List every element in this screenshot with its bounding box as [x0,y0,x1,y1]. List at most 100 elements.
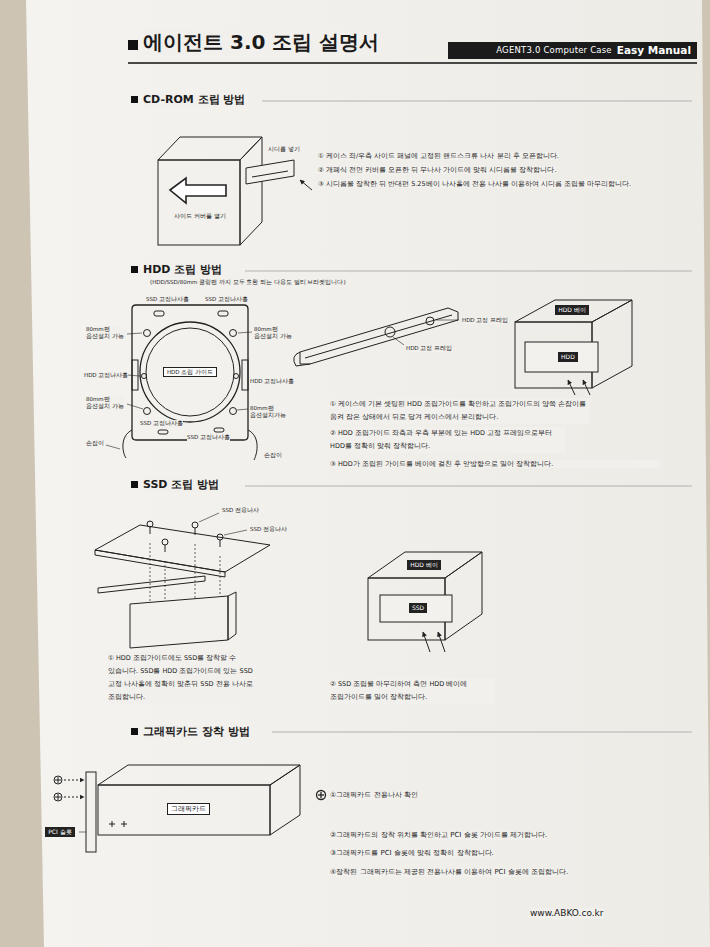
graphics-card-illustration [86,772,96,852]
hdd-guide-illustration [132,360,138,390]
part-label: SSD 고정나사홀 [140,420,183,427]
cd-case-illustration [158,137,262,160]
step-text: ② 개폐식 전면 커버를 오픈한 뒤 무나사 가이드에 맞춰 시디롬을 장착합니… [318,166,557,174]
graphics-card-illustration [54,765,300,852]
graphics-card-illustration [270,765,300,835]
hdd-bay-illustration [515,300,632,322]
cd-case-illustration [252,171,288,177]
ssd-bay-illustration [380,595,452,622]
ssd-screw-symbol [192,522,198,528]
part-label: SSD 고정나사홀 [146,296,189,303]
hdd-guide-illustration [214,428,224,432]
ssd-screw-symbol [162,539,168,545]
ssd-guide-illustration [130,596,228,648]
box-text: SSD [412,604,424,612]
step-text: ① 케이스 좌/우측 사이드 패널에 고정된 핸드스크류 나사 분리 후 오픈합… [318,152,559,160]
graphics-card-illustration [98,785,270,835]
box-text: HDD 베이 [558,306,586,314]
hdd-frame-rail-illustration [426,317,434,325]
part-label: 사이드 커버를 열기 [174,212,226,220]
hdd-guide-illustration [238,332,252,333]
cd-case-illustration [170,178,226,203]
note: (HDD/SSD/80mm 쿨링팬 까지 모두 호환 되는 다용도 멀티 브라켓… [150,279,346,286]
part-label: 80mm팬 옵션설치 가능 [86,326,124,340]
ssd-guide-illustration [228,592,236,640]
slot-tag: PCI 슬롯 [45,827,74,837]
section-bullets [131,481,138,488]
section-rules [245,271,692,272]
graphics-card-illustration [79,832,86,833]
step-text: ③ 시디롬을 장착한 뒤 반대편 5.25베이 나사홀에 전용 나사를 이용하여… [318,180,631,188]
paper-sheet [26,0,710,947]
part-label: 손잡이 [264,452,282,459]
hdd-guide-illustration [106,305,257,460]
graphics-card-illustration [98,765,300,785]
part-label: SSD 전용나사 [222,507,259,514]
box-text: 그래픽카드 [171,805,206,813]
hdd-guide-illustration [158,430,168,434]
graphics-card-illustration [112,821,113,827]
ssd-guide-illustration [95,550,225,577]
section-bullets [131,728,138,735]
cd-case-illustration [240,137,262,245]
part-label: 시디롬 넣기 [268,145,300,153]
graphics-card-illustration [64,797,84,798]
screwdriver-icon [317,791,326,800]
section-heading: 그래픽카드 장착 방법 [143,725,250,739]
graphics-card-illustration [54,776,62,784]
section-rules [245,101,692,732]
hdd-guide-illustration [248,430,257,460]
page-title: 에이전트 3.0 조립 설명서 [143,30,379,55]
ssd-guide-illustration [95,513,270,648]
hdd-guide-illustration [132,305,248,440]
step-text: ③ HDD가 조립된 가이드를 베이에 걸친 후 앞방향으로 밀어 장착합니다. [330,460,660,468]
ssd-screw-symbol [220,540,221,547]
hdd-frame-rail-illustration [305,315,452,358]
part-label: SSD 고정나사홀 [205,296,248,303]
hdd-frame-rail-illustration [300,308,458,364]
part-label: 80mm팬 옵션설치 가능 [86,396,124,410]
ssd-screw-symbol [150,527,151,534]
hdd-guide-illustration [123,430,132,458]
box-text: HDD [561,353,575,361]
graphics-card-illustration [58,777,59,783]
ssd-bay-illustration [368,552,482,652]
ssd-bay-illustration [423,632,430,652]
graphics-card-illustration [54,793,62,801]
hdd-guide-illustration [237,409,248,410]
cd-case-illustration [158,137,312,245]
part-label: HDD 고정나사홀 [84,372,128,379]
drive-tag: SSD [409,603,427,613]
screwdriver-icon [317,791,326,800]
hdd-guide-illustration [142,374,147,379]
cd-case-illustration [246,160,294,184]
title-decoration [128,62,697,64]
ssd-screw-symbol [195,528,196,535]
graphics-card-illustration [124,821,125,827]
drive-tag: HDD [558,352,578,362]
section-heading: HDD 조립 방법 [143,263,222,277]
hdd-guide-illustration [242,360,248,390]
step-text: ① HDD 조립가이드에도 SSD를 장착할 수 있습니다. SSD를 HDD … [108,652,268,704]
step-text: ① 케이스에 기본 셋팅된 HDD 조립가이드를 확인하고 조립가이드의 양쪽 … [330,398,590,424]
step-text: ②그래픽카드의 장착 위치를 확인하고 PCI 슬롯 가이드를 제거합니다. [330,831,547,840]
hdd-bay-illustration [515,300,632,395]
bay-tag: HDD 베이 [407,560,441,570]
part-label: HDD 고정 프레임 [406,345,452,352]
screw-guide-line [150,543,220,601]
guide-name-box: HDD 조립 가이드 [163,367,217,378]
box-text: AGENT3.0 Computer Case [496,45,612,56]
ssd-screw-symbol [217,534,223,540]
hdd-guide-illustration [144,408,151,415]
part-label: SSD 고정나사홀 [187,434,230,441]
step-text: ② HDD 조립가이드 좌측과 우측 부분에 있는 HDD 고정 프레임으로부터… [330,427,565,453]
hdd-guide-illustration [234,374,239,379]
hdd-guide-illustration [230,408,237,415]
step-text: ③그래픽카드를 PCI 슬롯에 맞춰 정확히 장착합니다. [330,849,494,858]
hdd-bay-illustration [583,380,590,395]
box-text: PCI 슬롯 [48,828,71,836]
